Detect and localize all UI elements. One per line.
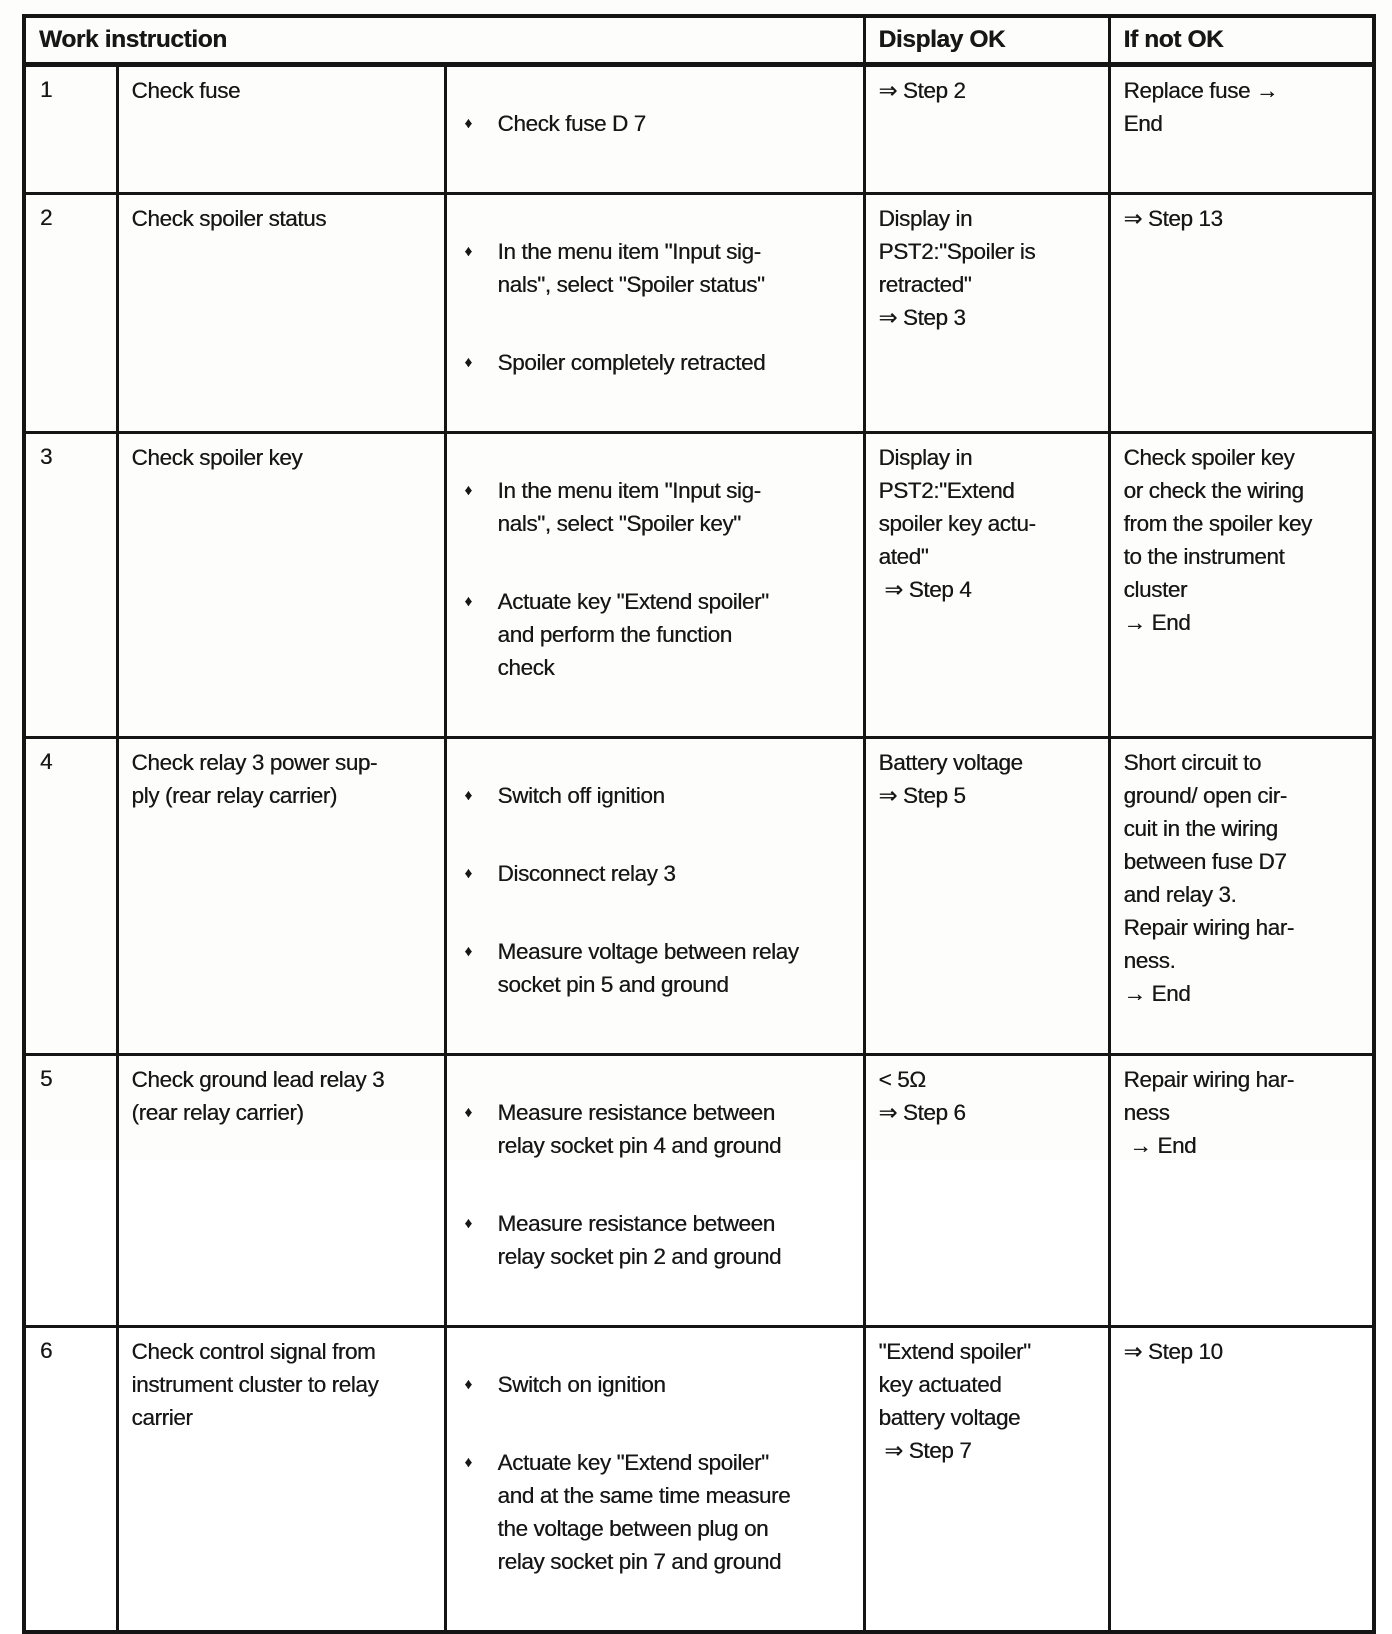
display-ok-cell: ⇒ Step 2 xyxy=(862,62,1111,195)
display-ok-header: Display OK xyxy=(862,14,1111,67)
step-text: Measure resistance between relay socket … xyxy=(497,1099,782,1158)
step-number: 6 xyxy=(22,1324,119,1633)
diamond-bullet-icon: ♦ xyxy=(464,242,473,260)
instruction-title: Check fuse xyxy=(115,62,447,195)
table-row: 5 Check ground lead relay 3 (rear relay … xyxy=(22,1052,1376,1328)
step-item: ♦ Measure voltage between relay socket p… xyxy=(463,935,855,1001)
step-item: ♦ Measure resistance between relay socke… xyxy=(463,1207,855,1273)
table-row: 2 Check spoiler status ♦ In the menu ite… xyxy=(22,191,1376,434)
display-ok-cell: Display in PST2:"Extend spoiler key actu… xyxy=(862,430,1111,739)
step-text: In the menu item "Input sig- nals", sele… xyxy=(497,238,765,297)
if-not-ok-cell: ⇒ Step 10 xyxy=(1107,1324,1376,1633)
step-text: Check fuse D 7 xyxy=(497,110,647,136)
diamond-bullet-icon: ♦ xyxy=(464,1214,473,1232)
step-item: ♦ Actuate key "Extend spoiler" and at th… xyxy=(463,1446,855,1578)
step-text: Actuate key "Extend spoiler" and perform… xyxy=(497,588,770,680)
display-ok-cell: "Extend spoiler" key actuated battery vo… xyxy=(862,1324,1111,1633)
table-row: 1 Check fuse ♦ Check fuse D 7 ⇒ Step 2 R… xyxy=(22,62,1376,195)
diamond-bullet-icon: ♦ xyxy=(464,114,473,132)
table-row: 6 Check control signal from instrument c… xyxy=(22,1324,1376,1633)
if-not-ok-header: If not OK xyxy=(1107,14,1376,67)
step-text: In the menu item "Input sig- nals", sele… xyxy=(497,477,762,536)
display-ok-cell: Battery voltage ⇒ Step 5 xyxy=(862,735,1111,1056)
step-text: Switch off ignition xyxy=(497,782,665,808)
step-text: Actuate key "Extend spoiler" and at the … xyxy=(497,1449,791,1574)
instruction-steps: ♦ Measure resistance between relay socke… xyxy=(443,1052,866,1328)
step-item: ♦ Measure resistance between relay socke… xyxy=(463,1096,855,1162)
instruction-title: Check spoiler status xyxy=(115,191,447,434)
step-item: ♦ In the menu item "Input sig- nals", se… xyxy=(463,235,855,301)
display-ok-cell: Display in PST2:"Spoiler is retracted" ⇒… xyxy=(862,191,1111,434)
instruction-title: Check control signal from instrument clu… xyxy=(115,1324,447,1633)
table-header-row: Work instruction Display OK If not OK xyxy=(22,14,1376,67)
step-item: ♦ Check fuse D 7 xyxy=(463,107,855,140)
diamond-bullet-icon: ♦ xyxy=(464,1375,473,1393)
step-number: 3 xyxy=(22,430,119,739)
diamond-bullet-icon: ♦ xyxy=(464,942,473,960)
instruction-steps: ♦ Switch on ignition ♦ Actuate key "Exte… xyxy=(443,1324,866,1633)
diamond-bullet-icon: ♦ xyxy=(464,786,473,804)
step-item: ♦ Switch off ignition xyxy=(463,779,855,812)
instruction-steps: ♦ Check fuse D 7 xyxy=(443,62,866,195)
step-text: Disconnect relay 3 xyxy=(497,860,676,886)
if-not-ok-cell: Check spoiler key or check the wiring fr… xyxy=(1107,430,1376,739)
table-row: 3 Check spoiler key ♦ In the menu item "… xyxy=(22,430,1376,739)
if-not-ok-cell: Replace fuse → End xyxy=(1107,62,1376,195)
step-number: 1 xyxy=(22,62,119,195)
table-row: 4 Check relay 3 power sup- ply (rear rel… xyxy=(22,735,1376,1056)
step-text: Spoiler completely retracted xyxy=(497,349,766,375)
step-number: 5 xyxy=(22,1052,119,1328)
step-text: Switch on ignition xyxy=(497,1371,666,1397)
instruction-steps: ♦ Switch off ignition ♦ Disconnect relay… xyxy=(443,735,866,1056)
work-instruction-table: Work instruction Display OK If not OK 1 … xyxy=(22,14,1377,1634)
diamond-bullet-icon: ♦ xyxy=(464,353,473,371)
step-number: 4 xyxy=(22,735,119,1056)
scanned-page: Work instruction Display OK If not OK 1 … xyxy=(22,14,1377,1634)
step-item: ♦ Disconnect relay 3 xyxy=(463,857,855,890)
instruction-steps: ♦ In the menu item "Input sig- nals", se… xyxy=(443,430,866,739)
instruction-title: Check relay 3 power sup- ply (rear relay… xyxy=(115,735,447,1056)
instruction-steps: ♦ In the menu item "Input sig- nals", se… xyxy=(443,191,866,434)
diamond-bullet-icon: ♦ xyxy=(464,1453,473,1471)
instruction-title: Check ground lead relay 3 (rear relay ca… xyxy=(115,1052,447,1328)
step-number: 2 xyxy=(22,191,119,434)
step-text: Measure voltage between relay socket pin… xyxy=(497,938,799,997)
if-not-ok-cell: Repair wiring har- ness → End xyxy=(1107,1052,1376,1328)
step-item: ♦ Switch on ignition xyxy=(463,1368,855,1401)
step-item: ♦ In the menu item "Input sig- nals", se… xyxy=(463,474,855,540)
if-not-ok-cell: Short circuit to ground/ open cir- cuit … xyxy=(1107,735,1376,1056)
step-text: Measure resistance between relay socket … xyxy=(497,1210,782,1269)
step-item: ♦ Actuate key "Extend spoiler" and perfo… xyxy=(463,585,855,684)
diamond-bullet-icon: ♦ xyxy=(464,1103,473,1121)
if-not-ok-cell: ⇒ Step 13 xyxy=(1107,191,1376,434)
display-ok-cell: < 5Ω ⇒ Step 6 xyxy=(862,1052,1111,1328)
instruction-title: Check spoiler key xyxy=(115,430,447,739)
step-item: ♦ Spoiler completely retracted xyxy=(463,346,855,379)
diamond-bullet-icon: ♦ xyxy=(464,864,473,882)
diamond-bullet-icon: ♦ xyxy=(464,481,473,499)
work-instruction-header: Work instruction xyxy=(22,14,866,67)
diamond-bullet-icon: ♦ xyxy=(464,592,473,610)
